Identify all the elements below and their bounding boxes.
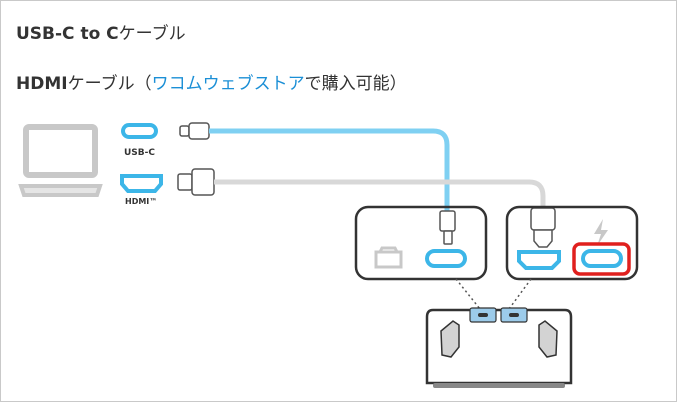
usbc-port-right-icon bbox=[581, 249, 623, 268]
hdmi-port-icon bbox=[120, 174, 163, 193]
usbc-cable-line: USB-C to Cケーブル bbox=[16, 19, 186, 44]
usbc-cable bbox=[179, 122, 456, 245]
hdmi-cable bbox=[177, 168, 556, 248]
device-illustration bbox=[425, 307, 573, 388]
port-panel-right bbox=[505, 205, 639, 281]
usbc-port-icon bbox=[121, 123, 158, 139]
hdmi-cable-suffix: ケーブル（ bbox=[67, 74, 152, 94]
usbc-cable-suffix: ケーブル bbox=[118, 24, 186, 44]
hdmi-label: HDMI™ bbox=[125, 197, 157, 206]
laptop-icon bbox=[18, 124, 103, 197]
wacom-store-link[interactable]: ワコムウェブストア bbox=[151, 74, 305, 94]
hdmi-cable-name: HDMI bbox=[16, 74, 68, 94]
usbc-port-left-icon bbox=[425, 249, 467, 268]
lightning-icon bbox=[594, 219, 608, 246]
leader-lines bbox=[455, 278, 532, 310]
connection-diagram: USB-C HDMI™ bbox=[18, 122, 639, 388]
usbc-cable-name: USB-C to C bbox=[16, 24, 119, 44]
hdmi-purchase-note: で購入可能） bbox=[304, 74, 407, 94]
usbc-label: USB-C bbox=[124, 148, 155, 158]
highlight-frame bbox=[572, 242, 631, 276]
hdmi-cable-line: HDMIケーブル（ワコムウェブストアで購入可能） bbox=[16, 69, 407, 94]
usb-b-port-icon bbox=[374, 246, 403, 269]
hdmi-port-right-icon bbox=[517, 250, 561, 270]
port-panel-left bbox=[354, 205, 488, 281]
